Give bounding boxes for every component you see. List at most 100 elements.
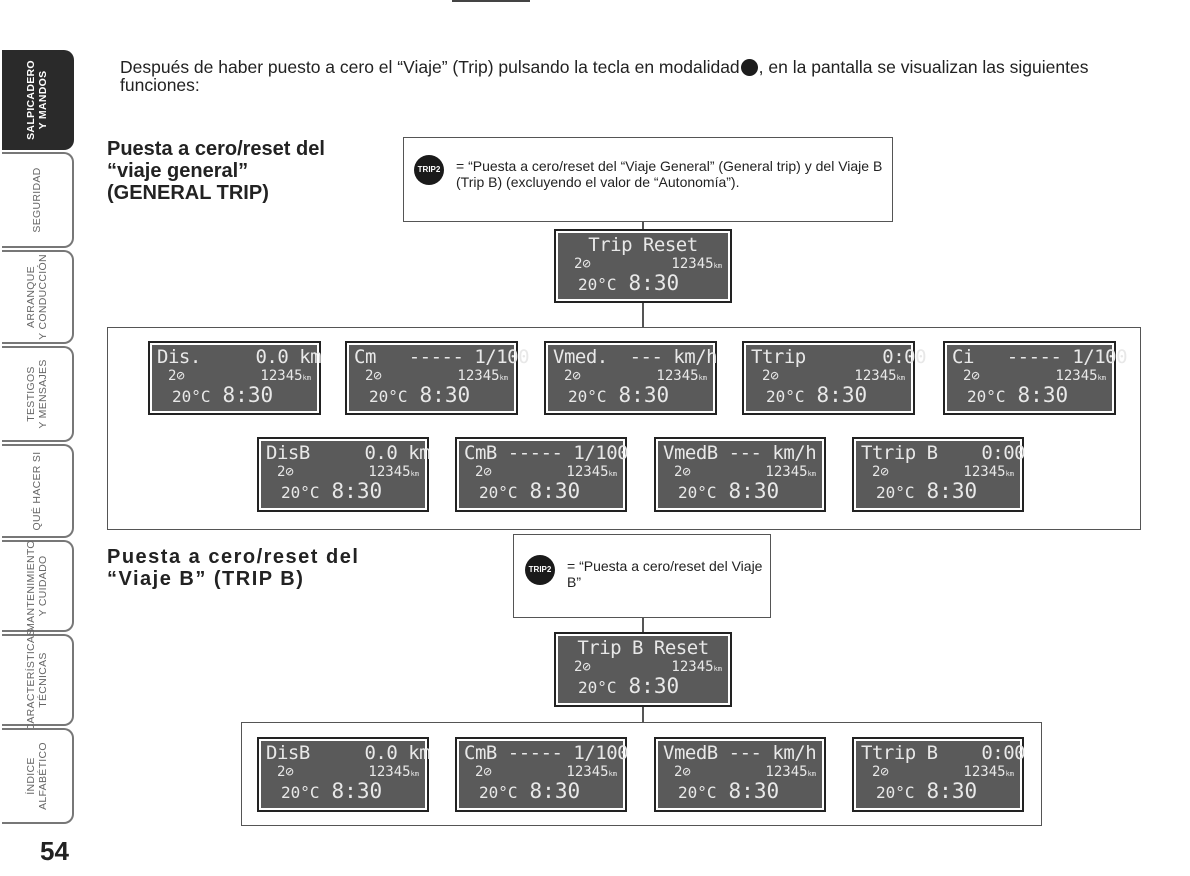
lcd-odometer-unit: km [713, 665, 722, 673]
sidebar-tab-testigos[interactable]: TESTIGOS Y MENSAJES [2, 346, 74, 442]
lcd-title: Ttrip B 0:00 [861, 742, 1026, 764]
lcd-odometer: 12345 [368, 764, 411, 780]
lcd-title: CmB ----- 1/100 [464, 442, 629, 464]
lcd-temperature: 20°C [369, 387, 408, 406]
sidebar-tab-arranque[interactable]: ARRANQUE Y CONDUCCIÓN [2, 250, 74, 344]
sidebar-tab-seguridad[interactable]: SEGURIDAD [2, 152, 74, 248]
sidebar-tab-label: MANTENIMIENTO Y CUIDADO [25, 540, 49, 632]
lcd-time: 8:30 [926, 479, 978, 503]
lcd-title: DisB 0.0 km [266, 742, 431, 764]
lcd-title: DisB 0.0 km [266, 442, 431, 464]
note-text: = “Puesta a cero/reset del “Viaje Genera… [456, 158, 883, 190]
lcd-gear: 2⊘ [872, 764, 889, 780]
lcd-title: Ttrip 0:00 [751, 346, 927, 368]
lcd-odometer-unit: km [896, 374, 905, 382]
sidebar-tab-mantenimiento[interactable]: MANTENIMIENTO Y CUIDADO [2, 540, 74, 632]
lcd-odometer: 12345 [566, 464, 609, 480]
lcd-time: 8:30 [529, 479, 581, 503]
lcd-odometer-unit: km [1005, 470, 1014, 478]
lcd-temperature: 20°C [479, 783, 518, 802]
lcd-gear: 2⊘ [277, 764, 294, 780]
lcd-odometer: 12345 [765, 464, 808, 480]
lcd-temperature: 20°C [766, 387, 805, 406]
lcd-odometer: 12345 [765, 764, 808, 780]
sidebar-tab-label: QUÉ HACER SI [31, 451, 43, 531]
lcd-odometer: 12345 [671, 659, 714, 675]
lcd-title: Trip B Reset [577, 637, 709, 659]
sidebar-tab-label: ÍNDICE ALFABÉTICO [25, 742, 49, 810]
lcd-time: 8:30 [816, 383, 868, 407]
intro-text-before: Después de haber puesto a cero el “Viaje… [120, 57, 740, 77]
lcd-gear: 2⊘ [365, 368, 382, 384]
top-rule [452, 0, 530, 2]
lcd-temperature: 20°C [578, 678, 617, 697]
lcd-odometer: 12345 [656, 368, 699, 384]
trip-button-icon [740, 59, 758, 76]
section-title-general-trip: Puesta a cero/reset del “viaje general” … [107, 138, 325, 204]
lcd-temperature: 20°C [876, 483, 915, 502]
lcd-odometer-unit: km [1005, 770, 1014, 778]
lcd-odometer: 12345 [963, 764, 1006, 780]
lcd-temperature: 20°C [172, 387, 211, 406]
connector-line [642, 303, 644, 328]
trip2-button-icon: TRIP2 [414, 155, 444, 185]
sidebar-tab-label: SALPICADERO Y MANDOS [25, 60, 49, 140]
lcd-time: 8:30 [628, 271, 680, 295]
lcd-title: Dis. 0.0 km [157, 346, 322, 368]
lcd-odometer-unit: km [410, 770, 419, 778]
lcd-title: Ci ----- 1/100 [952, 346, 1128, 368]
lcd-odometer-unit: km [608, 770, 617, 778]
lcd-temperature: 20°C [678, 483, 717, 502]
sidebar-tab-salpicadero[interactable]: SALPICADERO Y MANDOS [2, 50, 74, 150]
lcd-gear: 2⊘ [674, 764, 691, 780]
lcd-odometer-unit: km [499, 374, 508, 382]
lcd-odometer-unit: km [410, 470, 419, 478]
lcd-time: 8:30 [331, 479, 383, 503]
page-number: 54 [40, 836, 69, 866]
lcd-odometer-unit: km [608, 470, 617, 478]
lcd-time: 8:30 [419, 383, 471, 407]
lcd-title: Cm ----- 1/100 [354, 346, 530, 368]
lcd-gear: 2⊘ [872, 464, 889, 480]
lcd-gear: 2⊘ [963, 368, 980, 384]
lcd-title: Trip Reset [588, 234, 698, 256]
lcd-time: 8:30 [1017, 383, 1069, 407]
sidebar-tab-indice[interactable]: ÍNDICE ALFABÉTICO [2, 728, 74, 824]
section-title-trip-b: Puesta a cero/reset del “Viaje B” (TRIP … [107, 546, 360, 590]
lcd-odometer: 12345 [260, 368, 303, 384]
sidebar-tab-que-hacer[interactable]: QUÉ HACER SI [2, 444, 74, 538]
lcd-gear: 2⊘ [574, 256, 591, 272]
trip-b-displays-frame [241, 722, 1042, 826]
lcd-title: VmedB --- km/h [663, 442, 817, 464]
sidebar-tab-label: ARRANQUE Y CONDUCCIÓN [25, 254, 49, 340]
lcd-gear: 2⊘ [475, 764, 492, 780]
sidebar-tab-caracteristicas[interactable]: CARACTERÍSTICAS TÉCNICAS [2, 628, 74, 732]
note-box-general-trip: TRIP2 = “Puesta a cero/reset del “Viaje … [403, 137, 893, 222]
lcd-odometer: 12345 [854, 368, 897, 384]
connector-line [642, 618, 644, 633]
lcd-time: 8:30 [728, 479, 780, 503]
lcd-odometer-unit: km [807, 770, 816, 778]
lcd-temperature: 20°C [578, 275, 617, 294]
note-box-trip-b: TRIP2 = “Puesta a cero/reset del Viaje B… [513, 534, 771, 618]
lcd-time: 8:30 [628, 674, 680, 698]
lcd-temperature: 20°C [479, 483, 518, 502]
general-trip-displays-frame [107, 327, 1141, 530]
lcd-gear: 2⊘ [168, 368, 185, 384]
connector-line [642, 707, 644, 723]
lcd-odometer: 12345 [1055, 368, 1098, 384]
lcd-odometer-unit: km [807, 470, 816, 478]
lcd-odometer-unit: km [302, 374, 311, 382]
sidebar-tab-label: CARACTERÍSTICAS TÉCNICAS [25, 628, 49, 732]
lcd-title: Ttrip B 0:00 [861, 442, 1026, 464]
